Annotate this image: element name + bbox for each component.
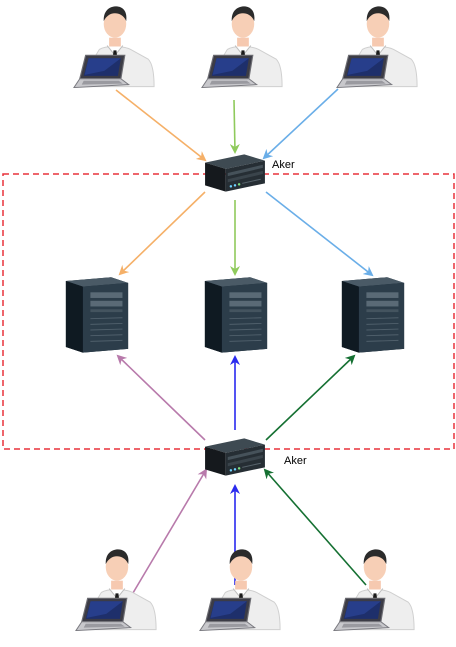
- arrow-user1-to-proxy: [115, 89, 207, 162]
- user-laptop-icon: [199, 548, 281, 631]
- arrow-user2-to-proxy: [229, 99, 240, 154]
- top-users: [73, 5, 418, 88]
- arrow-bproxy-to-server1: [116, 354, 206, 441]
- user-laptop-icon: [73, 5, 155, 88]
- bottom-users: [75, 548, 415, 631]
- proxy-top[interactable]: Aker: [204, 153, 295, 193]
- proxy-top-label: Aker: [272, 159, 295, 171]
- proxy-bottom-label: Aker: [284, 455, 307, 467]
- user-laptop-icon: [201, 5, 283, 88]
- proxy-bottom[interactable]: Aker: [204, 437, 307, 477]
- arrow-buser1-to-proxy: [129, 468, 208, 599]
- arrow-user3-to-proxy: [262, 88, 339, 160]
- arrow-proxy-to-server1: [118, 191, 206, 276]
- tower-server-icon[interactable]: [204, 276, 268, 354]
- rack-server-icon: [204, 437, 266, 477]
- user-laptop-icon: [75, 548, 157, 631]
- arrow-buser3-to-proxy: [263, 468, 367, 586]
- rack-server-icon: [204, 153, 266, 193]
- bottom-user-arrows: [129, 468, 367, 599]
- arrow-proxy-to-server3: [265, 191, 374, 277]
- servers: [65, 276, 405, 354]
- tower-server-icon[interactable]: [65, 276, 129, 354]
- arrow-bproxy-to-server3: [265, 354, 356, 441]
- bottom-proxy-to-server-arrows: [116, 354, 356, 441]
- top-user-arrows: [115, 88, 339, 162]
- user-laptop-icon: [336, 5, 418, 88]
- tower-server-icon[interactable]: [341, 276, 405, 354]
- proxy-to-server-arrows: [118, 191, 374, 277]
